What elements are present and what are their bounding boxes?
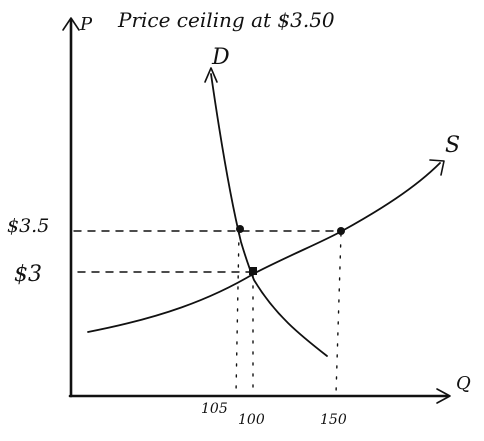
x-axis-label: Q <box>456 373 471 394</box>
y-axis-label: P <box>79 14 93 35</box>
supply-curve-label: S <box>445 133 460 158</box>
quantity-150-guide <box>335 233 342 395</box>
equilibrium-price-label: $3 <box>14 262 42 287</box>
demand-curve <box>210 73 328 357</box>
quantity-label-150: 150 <box>320 412 347 428</box>
y-axis-arrow <box>62 17 80 31</box>
equilibrium-point <box>249 267 257 275</box>
demand-curve-arrow <box>204 67 218 83</box>
quantity-label-105: 105 <box>201 401 228 417</box>
supply-curve-arrow <box>429 159 445 176</box>
ceiling-price-label: $3.5 <box>7 215 49 237</box>
y-axis <box>62 17 80 398</box>
x-axis <box>68 388 451 404</box>
x-axis-arrow <box>436 388 451 404</box>
demand-curve-label: D <box>211 45 230 70</box>
supply-at-ceiling-point <box>337 227 345 235</box>
demand-at-ceiling-point <box>236 225 244 233</box>
quantity-105-guide <box>235 231 240 395</box>
supply-curve <box>87 162 441 333</box>
diagram-title: Price ceiling at $3.50 <box>117 8 335 32</box>
quantity-label-100: 100 <box>238 412 265 428</box>
